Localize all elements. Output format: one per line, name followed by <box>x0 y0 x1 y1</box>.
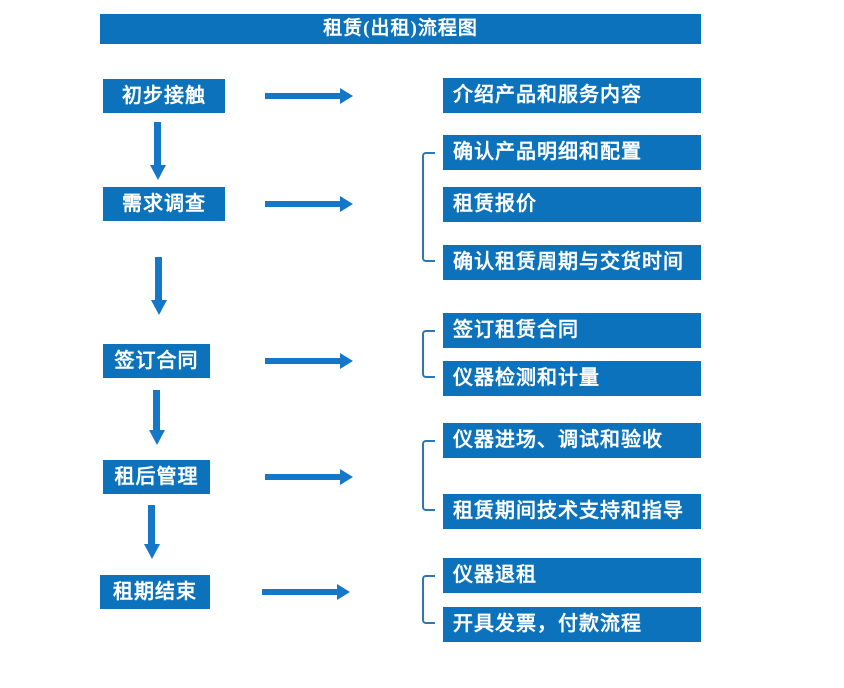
flow-arrow-right-1 <box>265 88 353 104</box>
arrow-stem <box>155 257 162 300</box>
output-box-instrument-setup: 仪器进场、调试和验收 <box>443 423 701 458</box>
flow-arrow-right-3 <box>265 353 353 369</box>
flow-arrow-down-1 <box>150 122 166 180</box>
output-box-instrument-return: 仪器退租 <box>443 558 701 593</box>
arrow-head-down-icon <box>151 300 167 315</box>
arrow-head-down-icon <box>150 165 166 180</box>
flow-arrow-down-2 <box>151 257 167 315</box>
arrow-head-right-icon <box>337 584 350 600</box>
flow-arrow-down-3 <box>149 390 165 445</box>
group-bracket-sign-contract <box>422 330 435 378</box>
flowchart-title: 租赁(出租)流程图 <box>100 14 701 44</box>
flow-arrow-down-4 <box>144 505 160 559</box>
output-box-tech-support: 租赁期间技术支持和指导 <box>443 494 701 529</box>
stage-box-sign-contract: 签订合同 <box>103 344 210 378</box>
output-box-instrument-testing: 仪器检测和计量 <box>443 361 701 396</box>
stage-box-initial-contact: 初步接触 <box>103 79 225 113</box>
stage-box-demand-survey: 需求调查 <box>103 187 225 221</box>
arrow-stem <box>265 358 340 364</box>
arrow-stem <box>265 93 340 99</box>
output-box-confirm-details: 确认产品明细和配置 <box>443 135 701 170</box>
flow-arrow-right-4 <box>265 469 353 485</box>
arrow-head-right-icon <box>340 196 353 212</box>
output-box-rental-quote: 租赁报价 <box>443 187 701 222</box>
arrow-stem <box>262 589 337 595</box>
arrow-head-right-icon <box>340 469 353 485</box>
group-bracket-rental-end <box>422 575 435 624</box>
arrow-stem <box>265 201 340 207</box>
flow-arrow-right-2 <box>265 196 353 212</box>
group-bracket-demand-survey <box>422 152 435 262</box>
arrow-stem <box>265 474 340 480</box>
arrow-stem <box>148 505 155 544</box>
output-box-confirm-period: 确认租赁周期与交货时间 <box>443 245 701 280</box>
output-box-sign-rental-contract: 签订租赁合同 <box>443 313 701 348</box>
flow-arrow-right-5 <box>262 584 350 600</box>
arrow-head-right-icon <box>340 353 353 369</box>
stage-box-rental-end: 租期结束 <box>100 575 210 609</box>
output-box-introduce-products: 介绍产品和服务内容 <box>443 78 701 113</box>
arrow-head-down-icon <box>149 430 165 445</box>
group-bracket-post-rental <box>422 440 435 511</box>
arrow-head-down-icon <box>144 544 160 559</box>
arrow-stem <box>153 390 160 430</box>
output-box-invoice-payment: 开具发票，付款流程 <box>443 607 701 642</box>
arrow-head-right-icon <box>340 88 353 104</box>
arrow-stem <box>154 122 161 165</box>
stage-box-post-rental-management: 租后管理 <box>103 460 210 494</box>
